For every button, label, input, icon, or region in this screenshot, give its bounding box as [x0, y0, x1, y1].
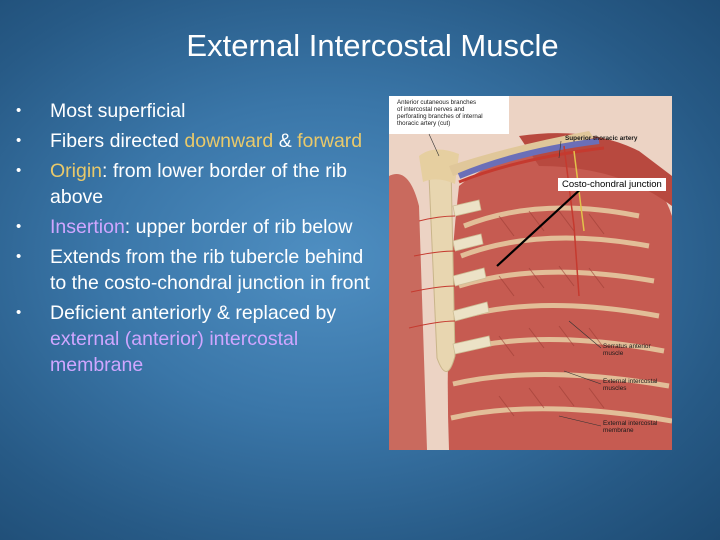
bullet-text: : from lower border of the rib above	[50, 160, 347, 208]
anatomy-illustration: Anterior cutaneous branches of intercost…	[389, 96, 672, 450]
highlighted-term: Insertion	[50, 216, 125, 238]
label-serratus-anterior: Serratus anterior muscle	[603, 343, 652, 357]
bullet-marker: •	[16, 248, 22, 265]
bullet-item: • Extends from the rib tubercle behind to…	[14, 244, 374, 296]
bullet-item: • Fibers directed downward & forward	[14, 128, 374, 154]
callout-costo-chondral-junction: Costo-chondral junction	[558, 178, 666, 191]
bullet-item: • Insertion: upper border of rib below	[14, 214, 374, 240]
bullet-marker: •	[16, 162, 22, 179]
bullet-text: &	[273, 130, 298, 152]
bullet-marker: •	[16, 102, 22, 119]
bullet-marker: •	[16, 218, 22, 235]
label-anterior-cutaneous: Anterior cutaneous branches of intercost…	[397, 99, 484, 127]
highlighted-term: Origin	[50, 160, 103, 182]
bullet-item: • Origin: from lower border of the rib ab…	[14, 158, 374, 210]
bullet-text: Fibers directed	[50, 130, 185, 152]
bullet-text: : upper border of rib below	[124, 216, 353, 238]
highlighted-term: external (anterior) intercostal membrane	[50, 328, 299, 376]
label-superior-thoracic-artery: Superior thoracic artery	[565, 135, 638, 142]
bullet-marker: •	[16, 132, 22, 149]
highlighted-term: downward	[184, 130, 274, 152]
bullet-text: Extends from the rib tubercle behind to …	[50, 246, 370, 294]
bullet-item: • Deficient anteriorly & replaced by exte…	[14, 300, 374, 378]
slide-title: External Intercostal Muscle	[186, 28, 559, 63]
label-external-intercostal-muscles: External intercostal muscles	[603, 378, 659, 392]
callout-pointer	[496, 185, 585, 267]
thorax-drawing: Anterior cutaneous branches of intercost…	[389, 96, 672, 450]
label-external-intercostal-membrane: External intercostal membrane	[603, 420, 659, 434]
highlighted-term: forward	[297, 130, 363, 152]
bullet-list: • Most superficial • Fibers directed downwa…	[14, 98, 374, 382]
bullet-text: Most superficial	[50, 100, 186, 122]
bullet-marker: •	[16, 304, 22, 321]
bullet-text: Deficient anteriorly & replaced by	[50, 302, 337, 324]
bullet-item: • Most superficial	[14, 98, 374, 124]
